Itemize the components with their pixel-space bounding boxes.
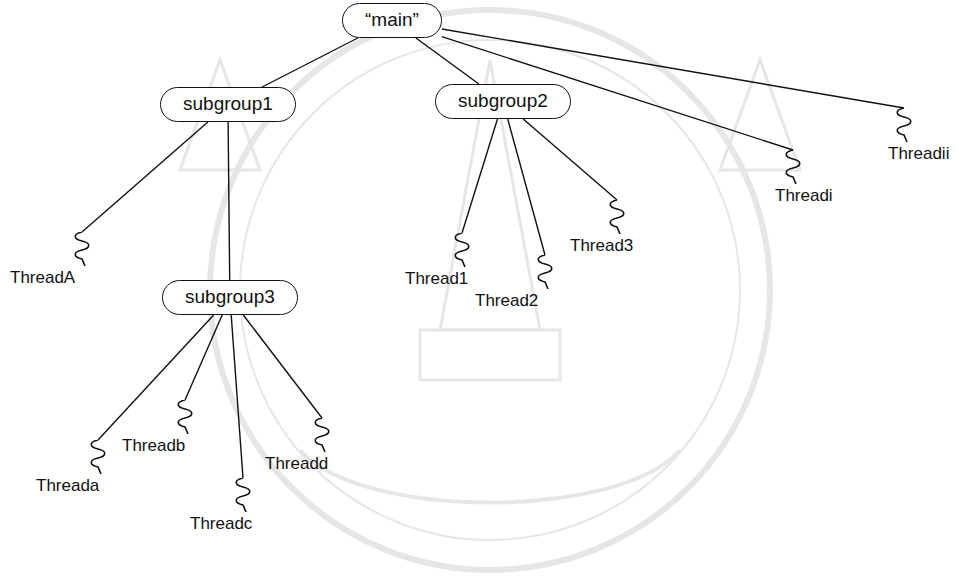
tree-connector — [462, 119, 498, 233]
tree-connector — [508, 119, 545, 255]
tree-connector — [231, 315, 243, 478]
tree-connector — [185, 315, 222, 400]
thread-group-box: subgroup2 — [435, 84, 571, 119]
tree-connector — [243, 315, 322, 418]
thread-node: Threadb — [122, 400, 185, 456]
tree-connector — [262, 38, 358, 87]
group-name: subgroup3 — [185, 286, 275, 308]
thread-label: Threadii — [888, 144, 949, 164]
thread-squiggle — [893, 108, 915, 142]
thread-group-box: subgroup1 — [160, 87, 296, 122]
tree-connector — [228, 122, 230, 280]
thread-group-box: subgroup3 — [162, 280, 298, 315]
thread-squiggle — [606, 200, 628, 234]
thread-node: Threadc — [190, 478, 252, 534]
thread-label: Threada — [36, 476, 99, 496]
thread-label: Threadi — [775, 186, 833, 206]
tree-connector — [442, 37, 793, 150]
tree-connector — [98, 315, 214, 440]
thread-node: Threadii — [888, 108, 949, 164]
thread-squiggle — [451, 233, 473, 267]
group-name: subgroup2 — [458, 90, 548, 112]
thread-squiggle — [534, 255, 556, 289]
tree-connector — [82, 122, 208, 232]
thread-label: Threadb — [122, 436, 185, 456]
thread-node: Threadi — [775, 150, 833, 206]
thread-squiggle — [71, 232, 93, 266]
thread-squiggle — [232, 478, 254, 512]
thread-node: Thread2 — [475, 255, 538, 311]
thread-node: Threada — [36, 440, 99, 496]
group-name: “main” — [365, 9, 419, 31]
thread-group-box: “main” — [342, 3, 442, 38]
thread-squiggle — [174, 400, 196, 434]
thread-node: Thread3 — [570, 200, 633, 256]
thread-squiggle — [87, 440, 109, 474]
thread-label: Threadd — [265, 454, 328, 474]
thread-node: Thread1 — [405, 233, 468, 289]
group-name: subgroup1 — [183, 93, 273, 115]
thread-label: Thread3 — [570, 236, 633, 256]
thread-label: ThreadA — [10, 268, 75, 288]
thread-label: Thread1 — [405, 269, 468, 289]
thread-label: Threadc — [190, 514, 252, 534]
thread-squiggle — [782, 150, 804, 184]
thread-node: ThreadA — [10, 232, 75, 288]
tree-connector — [523, 119, 617, 200]
thread-squiggle — [311, 418, 333, 452]
thread-node: Threadd — [265, 418, 328, 474]
thread-label: Thread2 — [475, 291, 538, 311]
